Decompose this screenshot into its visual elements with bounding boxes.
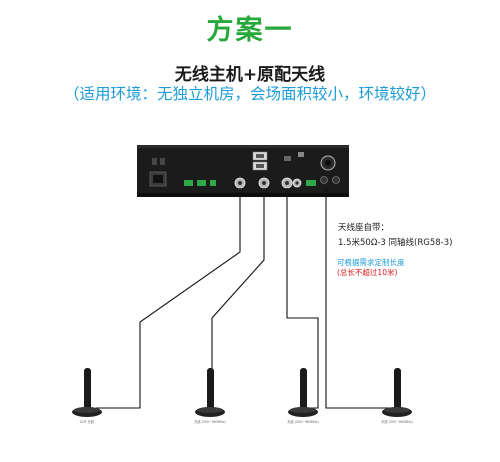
antenna-note-cable-spec: 1.5米50Ω-3 同轴线(RG58-3) xyxy=(338,238,453,248)
cable-4 xyxy=(325,188,395,409)
cable-3 xyxy=(286,188,319,409)
bnc-connector-icon xyxy=(281,177,293,189)
terminal-block-icon xyxy=(306,180,316,186)
bnc-connector-icon xyxy=(258,177,270,189)
environment-note: （适用环境：无独立机房，会场面积较小，环境较好） xyxy=(63,85,436,103)
cable-2 xyxy=(211,188,265,408)
antenna-icon xyxy=(288,368,318,417)
antenna-note-max-length: (总长不超过10米) xyxy=(337,268,398,277)
antenna-note-heading: 天线座自带： xyxy=(338,223,390,233)
diagram-title: 方案一 xyxy=(206,15,294,46)
power-socket-icon xyxy=(149,158,167,187)
antenna-icon xyxy=(72,368,102,417)
diagram-subtitle: 无线主机+原配天线 xyxy=(174,65,326,85)
cable-1 xyxy=(96,188,241,409)
antenna-note-custom-length: 可根据需求定制长度 xyxy=(337,258,405,267)
audio-output-icon xyxy=(320,155,340,184)
antenna-caption: 天线 (500~960MHz) xyxy=(381,420,413,424)
bnc-connector-icon xyxy=(234,177,246,189)
ethernet-port-icon xyxy=(252,151,268,171)
switch-icon xyxy=(284,156,291,161)
terminal-block-icon xyxy=(210,180,216,186)
antenna-caption: 天线 (500~960MHz) xyxy=(287,420,319,424)
antenna-icon xyxy=(382,368,412,417)
bnc-connector-icon xyxy=(292,178,302,188)
terminal-block-icon xyxy=(184,180,193,186)
antenna-caption: 天线 (500~960MHz) xyxy=(194,420,226,424)
terminal-block-icon xyxy=(197,180,206,186)
wireless-receiver-unit xyxy=(137,145,349,197)
antenna-caption: UHF 天线 xyxy=(80,420,94,424)
switch-icon xyxy=(298,152,304,157)
antenna-icon xyxy=(195,368,225,417)
coax-cables xyxy=(96,188,395,409)
